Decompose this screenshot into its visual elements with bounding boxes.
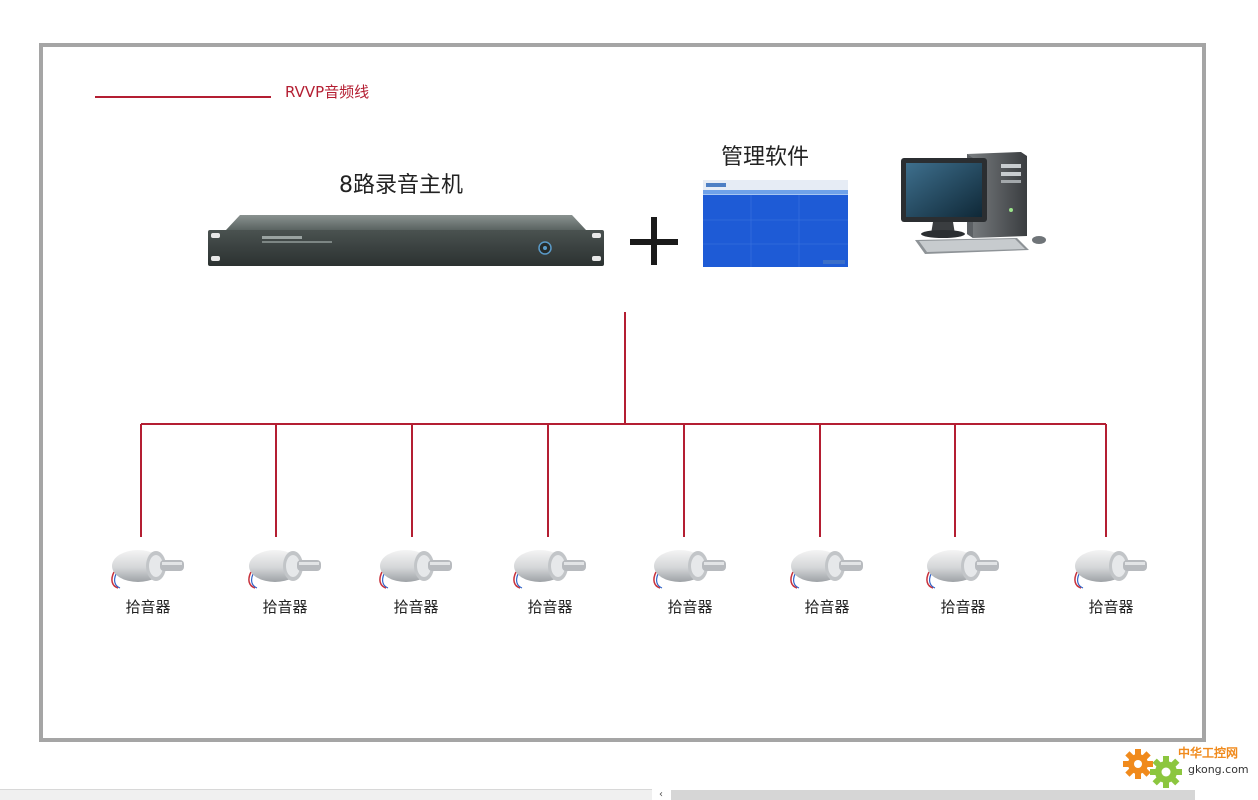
pickup-label: 拾音器 — [527, 598, 573, 616]
scroll-left-arrow[interactable]: ‹ — [659, 789, 663, 800]
pickup-node: 拾音器 — [921, 544, 1021, 624]
pickup-label: 拾音器 — [940, 598, 986, 616]
gkong-gear-logo — [1123, 749, 1182, 788]
pickup-label: 拾音器 — [262, 598, 308, 616]
microphone-pickup-icon — [513, 550, 586, 589]
desktop-computer-icon — [901, 152, 1046, 254]
pickup-node: 拾音器 — [374, 544, 474, 624]
rack-recorder-icon — [208, 215, 604, 266]
pickup-label: 拾音器 — [125, 598, 171, 616]
diagram-frame — [39, 43, 1206, 742]
watermark-url: gkong.com — [1188, 763, 1249, 776]
pickup-label: 拾音器 — [804, 598, 850, 616]
microphone-pickup-icon — [926, 550, 999, 589]
pickup-node: 拾音器 — [106, 544, 206, 624]
microphone-pickup-icon — [379, 550, 452, 589]
recorder-title: 8路录音主机 — [339, 173, 463, 198]
software-screen-icon — [703, 180, 848, 267]
pickup-node: 拾音器 — [785, 544, 885, 624]
microphone-pickup-icon — [653, 550, 726, 589]
legend-cable-line — [95, 96, 271, 98]
pickup-label: 拾音器 — [393, 598, 439, 616]
microphone-pickup-icon — [1074, 550, 1147, 589]
watermark-site-name: 中华工控网 — [1178, 746, 1239, 760]
pickup-node: 拾音器 — [648, 544, 748, 624]
microphone-pickup-icon — [790, 550, 863, 589]
microphone-pickup-icon — [248, 550, 321, 589]
microphone-pickup-icon — [111, 550, 184, 589]
pickup-node: 拾音器 — [508, 544, 608, 624]
horizontal-scrollbar-thumb[interactable] — [671, 790, 1195, 800]
pickup-node: 拾音器 — [1069, 544, 1169, 624]
pickup-label: 拾音器 — [1088, 598, 1134, 616]
software-title: 管理软件 — [721, 145, 810, 170]
pickup-label: 拾音器 — [667, 598, 713, 616]
horizontal-scrollbar-track[interactable] — [0, 789, 652, 800]
plus-icon — [627, 214, 683, 270]
pickup-node: 拾音器 — [243, 544, 343, 624]
legend-cable-label: RVVP音频线 — [285, 83, 370, 101]
